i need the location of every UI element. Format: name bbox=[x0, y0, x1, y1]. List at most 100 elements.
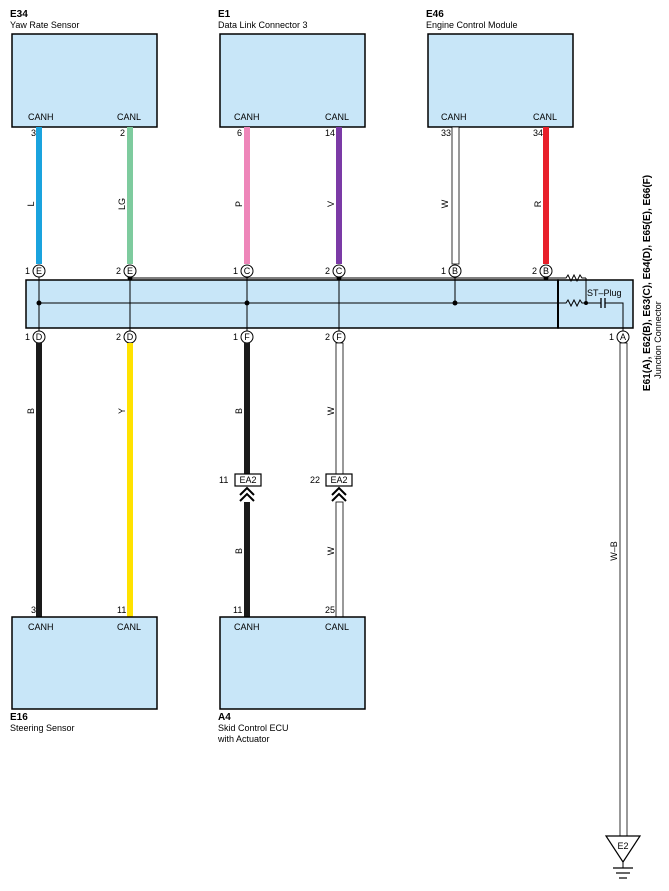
e46-pin-canl: CANL bbox=[533, 112, 557, 122]
a4-pin-canh: CANH bbox=[234, 622, 260, 632]
wire-label-a4-canh-lower: B bbox=[234, 548, 244, 554]
a4-box bbox=[219, 616, 366, 710]
pin-letter: F bbox=[336, 332, 342, 342]
pin-number: 1 bbox=[609, 332, 614, 342]
e34-pin-canl: CANL bbox=[117, 112, 141, 122]
e16-box bbox=[11, 616, 158, 710]
resistor-icon bbox=[563, 273, 586, 283]
ea2-right-pin: 22 bbox=[310, 475, 320, 485]
pin-letter: B bbox=[452, 266, 458, 276]
e34-pin-canh: CANH bbox=[28, 112, 54, 122]
resistor-icon bbox=[563, 298, 586, 308]
e16-pin-canl: CANL bbox=[117, 622, 141, 632]
e34-name: Yaw Rate Sensor bbox=[10, 20, 79, 30]
component-e34: E34 Yaw Rate Sensor CANH CANL bbox=[10, 9, 158, 128]
component-e16: CANH CANL E16 Steering Sensor bbox=[10, 616, 158, 733]
e46-pin-no-l: 34 bbox=[533, 128, 543, 138]
e1-name: Data Link Connector 3 bbox=[218, 20, 308, 30]
pin-letter: F bbox=[244, 332, 250, 342]
pin-letter: C bbox=[336, 266, 343, 276]
pin-number: 1 bbox=[25, 266, 30, 276]
pin-letter: D bbox=[36, 332, 43, 342]
a4-name-line1: Skid Control ECU bbox=[218, 723, 289, 733]
a4-pin-no-l: 25 bbox=[325, 605, 335, 615]
e16-name: Steering Sensor bbox=[10, 723, 75, 733]
e1-pin-canh: CANH bbox=[234, 112, 260, 122]
wire-label-a4-canh-upper: B bbox=[234, 408, 244, 414]
st-plug-section bbox=[557, 279, 634, 329]
wire-label-e1-canh: P bbox=[234, 201, 244, 207]
wire-label-a4-canl-upper: W bbox=[326, 406, 336, 415]
a4-pin-canl: CANL bbox=[325, 622, 349, 632]
ea2-right-label: EA2 bbox=[330, 475, 347, 485]
junction-body bbox=[25, 279, 559, 329]
pin-number: 2 bbox=[325, 332, 330, 342]
pin-number: 1 bbox=[233, 266, 238, 276]
e1-box bbox=[219, 33, 366, 128]
junction-dot bbox=[452, 300, 458, 306]
wire-label-e16-canl: Y bbox=[117, 408, 127, 414]
wire-label-e34-canh: L bbox=[26, 201, 36, 206]
e34-code: E34 bbox=[10, 9, 28, 20]
pin-letter: C bbox=[244, 266, 251, 276]
wire-a4-canl-lower bbox=[335, 501, 344, 618]
e16-pin-no-h: 3 bbox=[31, 605, 36, 615]
pin-letter: E bbox=[36, 266, 42, 276]
e1-pin-no-l: 14 bbox=[325, 128, 335, 138]
junction-dot bbox=[36, 300, 42, 306]
pin-letter: E bbox=[127, 266, 133, 276]
ea2-left-pin: 11 bbox=[219, 475, 228, 485]
junction-top-pins: E 1 E 2 C 1 C 2 B 1 B 2 bbox=[25, 264, 553, 278]
wire-ground bbox=[619, 342, 628, 837]
pin-letter: D bbox=[127, 332, 134, 342]
ground-icon bbox=[604, 835, 642, 864]
connector-ea2-left: EA2 11 bbox=[219, 473, 262, 502]
bottom-wires bbox=[36, 342, 628, 837]
junction-name: Junction Connector bbox=[653, 301, 663, 379]
e1-code: E1 bbox=[218, 9, 231, 20]
a4-pin-no-h: 11 bbox=[233, 605, 242, 615]
component-a4: CANH CANL A4 Skid Control ECU with Actua… bbox=[217, 616, 366, 744]
top-wires bbox=[36, 126, 549, 265]
ground-e2: E2 bbox=[604, 835, 642, 879]
pin-number: 1 bbox=[441, 266, 446, 276]
component-e1: E1 Data Link Connector 3 CANH CANL bbox=[218, 9, 366, 128]
ground-label: E2 bbox=[617, 841, 628, 851]
ea2-left-label: EA2 bbox=[239, 475, 256, 485]
component-e46: E46 Engine Control Module CANH CANL bbox=[426, 9, 574, 128]
e46-pin-no-h: 33 bbox=[441, 128, 451, 138]
junction-dot bbox=[244, 300, 250, 306]
e46-code: E46 bbox=[426, 9, 444, 20]
a4-name-line2: with Actuator bbox=[217, 734, 270, 744]
pin-number: 1 bbox=[233, 332, 238, 342]
wire-label-e46-canl: R bbox=[533, 200, 543, 207]
e16-code: E16 bbox=[10, 712, 28, 723]
wire-label-e46-canh: W bbox=[440, 199, 450, 208]
e16-pin-no-l: 11 bbox=[117, 605, 126, 615]
e34-pin-no-h: 3 bbox=[31, 128, 36, 138]
e34-pin-no-l: 2 bbox=[120, 128, 125, 138]
wire-label-e16-canh: B bbox=[26, 408, 36, 414]
e34-box bbox=[11, 33, 158, 128]
pin-number: 2 bbox=[116, 332, 121, 342]
wire-label-e34-canl: LG bbox=[117, 198, 127, 210]
e46-box bbox=[427, 33, 574, 128]
pin-number: 2 bbox=[532, 266, 537, 276]
e1-pin-no-h: 6 bbox=[237, 128, 242, 138]
wire-label-a4-canl-lower: W bbox=[326, 546, 336, 555]
pin-number: 2 bbox=[325, 266, 330, 276]
junction-bottom-pins: D 1 D 2 F 1 F 2 A 1 bbox=[25, 330, 630, 344]
junction-codes: E61(A), E62(B), E63(C), E64(D), E65(E), … bbox=[642, 175, 653, 391]
pin-letter: A bbox=[620, 332, 626, 342]
a4-code: A4 bbox=[218, 712, 231, 723]
connector-ea2-right: EA2 22 bbox=[310, 473, 353, 502]
pin-letter: B bbox=[543, 266, 549, 276]
wire-label-ground: W–B bbox=[609, 541, 619, 561]
e46-name: Engine Control Module bbox=[426, 20, 518, 30]
connector-chevron-icon bbox=[331, 486, 347, 502]
wire-label-e1-canl: V bbox=[326, 201, 336, 207]
e16-pin-canh: CANH bbox=[28, 622, 54, 632]
wire-a4-canl-upper bbox=[335, 342, 344, 475]
connector-chevron-icon bbox=[239, 486, 255, 502]
